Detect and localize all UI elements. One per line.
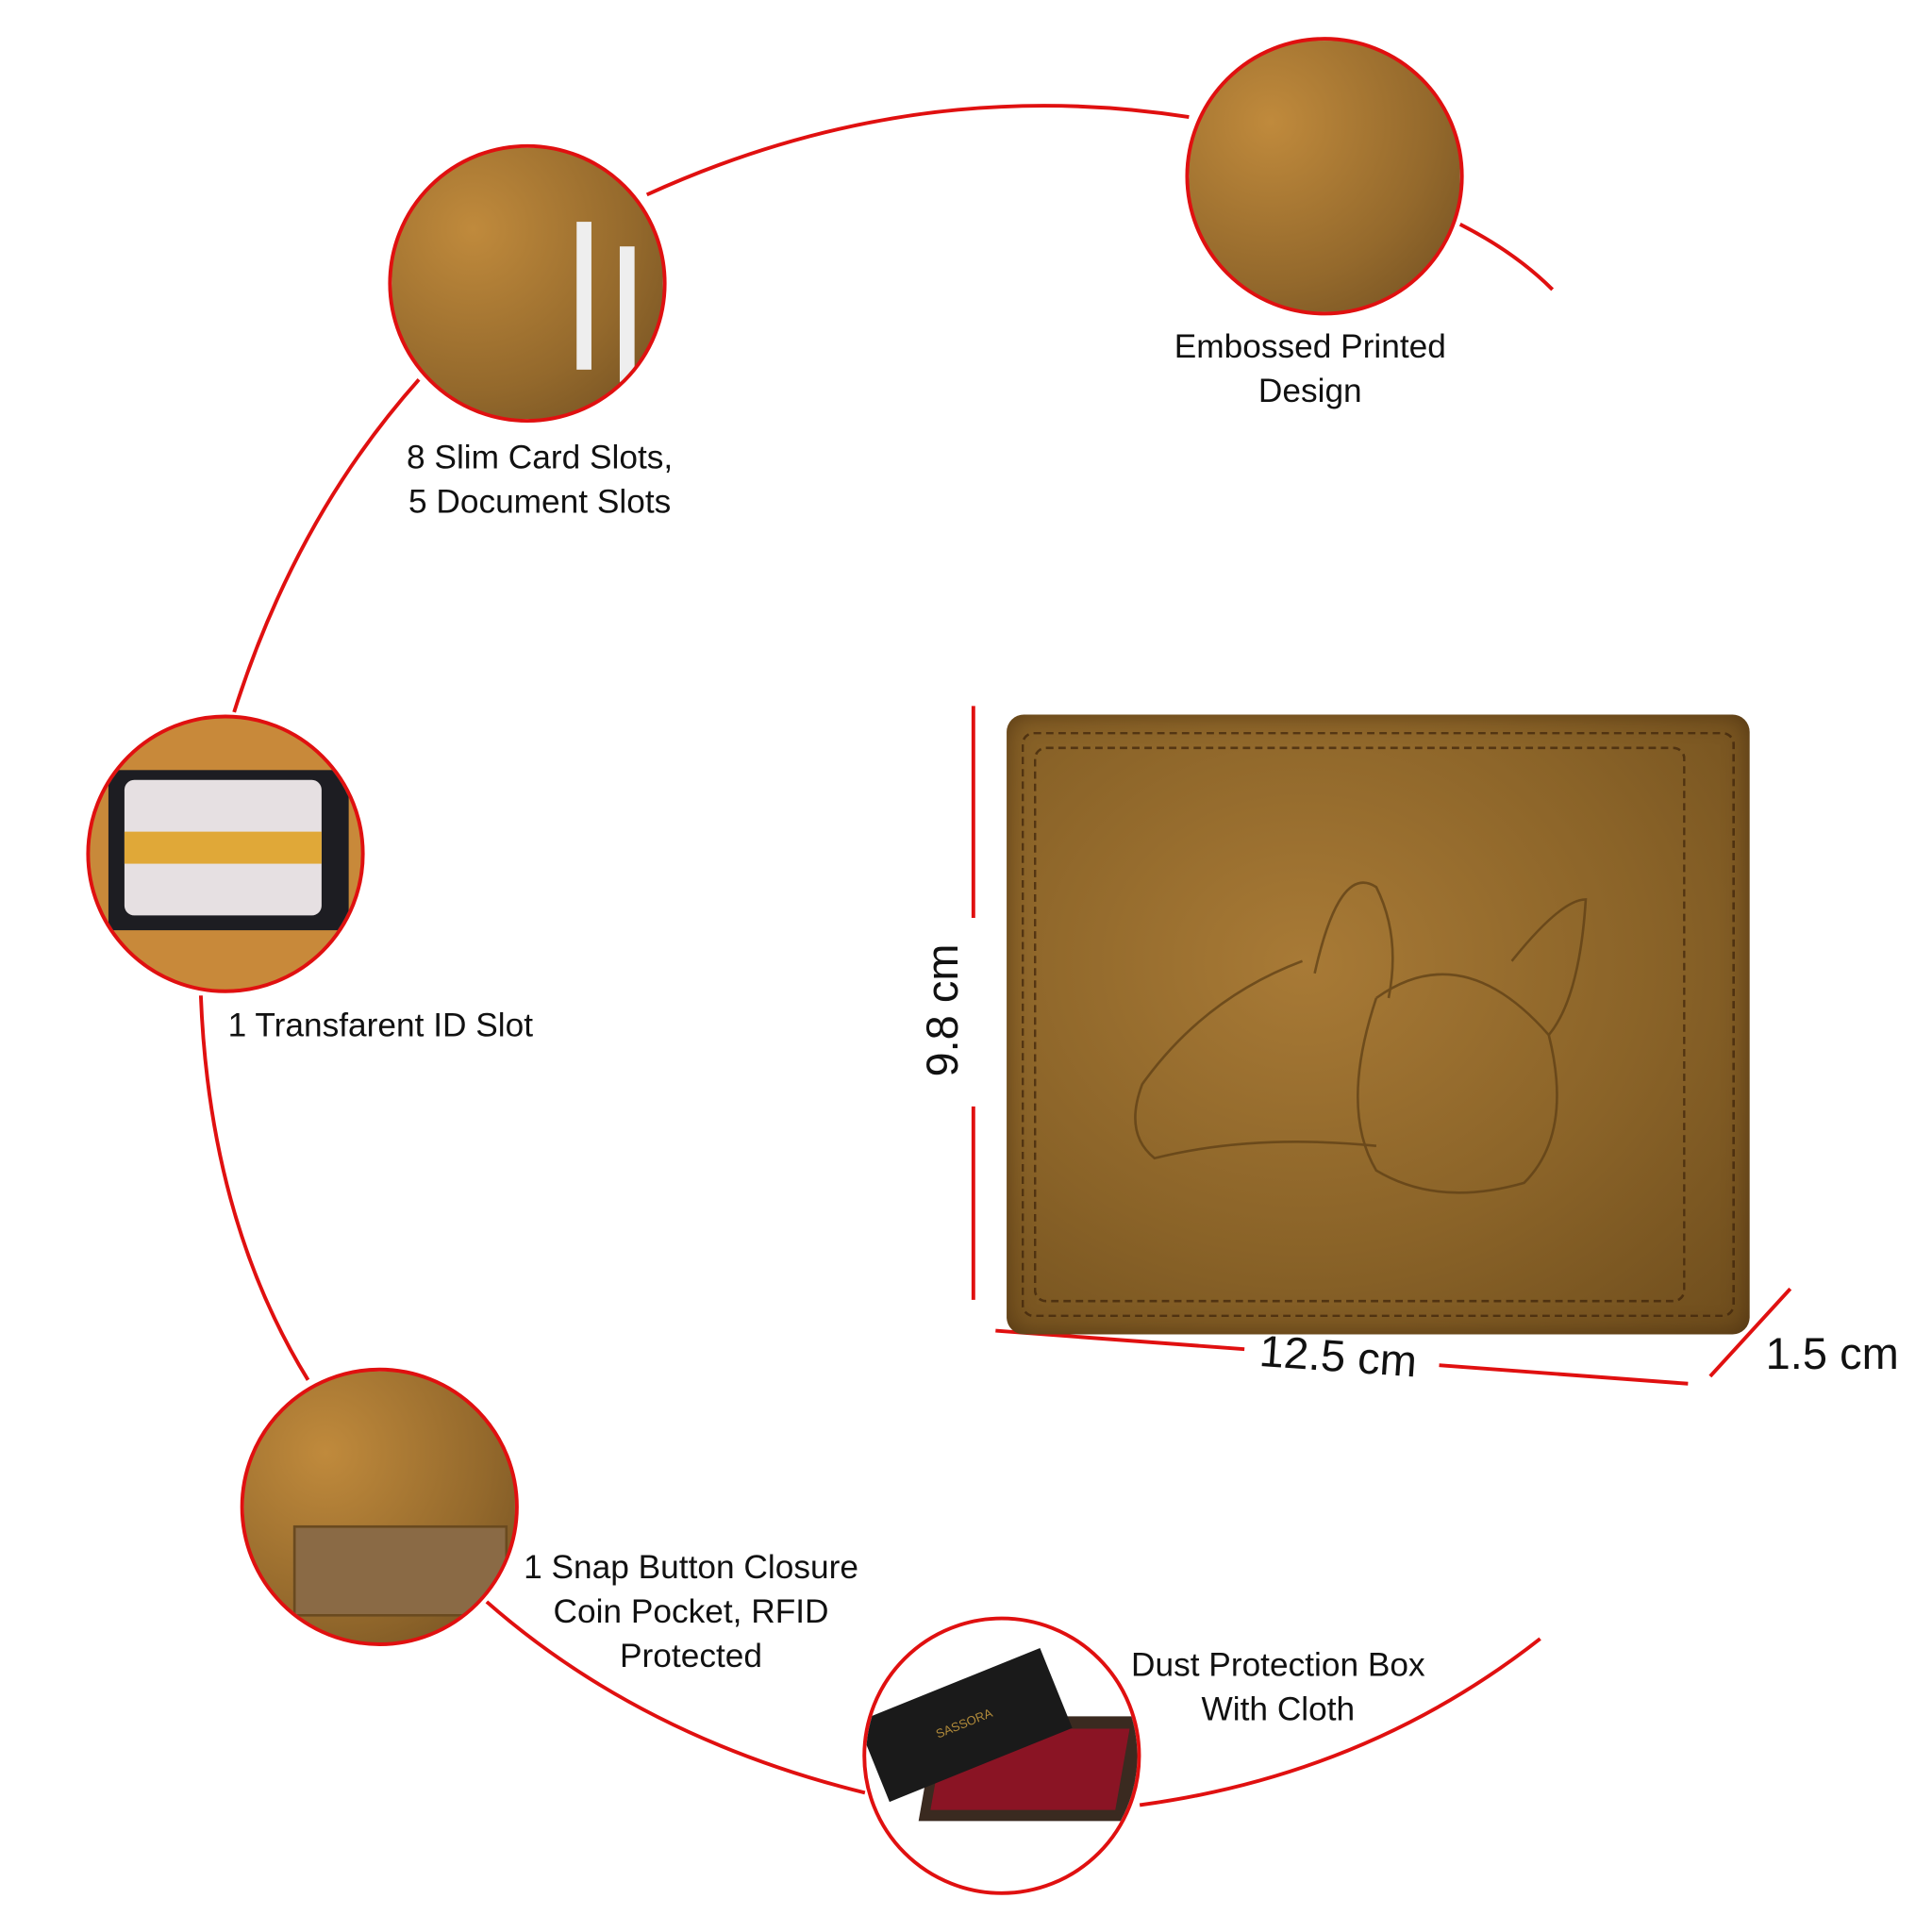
coin-pocket-photo [240,1367,519,1646]
id-slot-photo [86,714,365,993]
arc-segment [198,995,310,1381]
feature-label-id-slot: 1 Transfarent ID Slot [227,1007,534,1044]
arc-segment [1139,1637,1541,1807]
arc-segment [485,1600,866,1795]
height-dimension: 9.8 cm [916,943,968,1077]
width-dimension: 12.5 cm [1257,1324,1419,1387]
depth-dimension: 1.5 cm [1765,1327,1899,1379]
card-slots-photo [388,143,667,423]
embossed-dog-design [1134,881,1588,1194]
arc-segment [645,104,1190,197]
feature-label-card-slots: 8 Slim Card Slots,5 Document Slots [407,438,674,521]
wallet-photo [1007,714,1750,1335]
arc-segment [1458,222,1555,291]
gift-box-photo: SASSORA [862,1616,1141,1895]
arc-segment [232,377,421,713]
embossed-dog-photo [1185,37,1464,316]
